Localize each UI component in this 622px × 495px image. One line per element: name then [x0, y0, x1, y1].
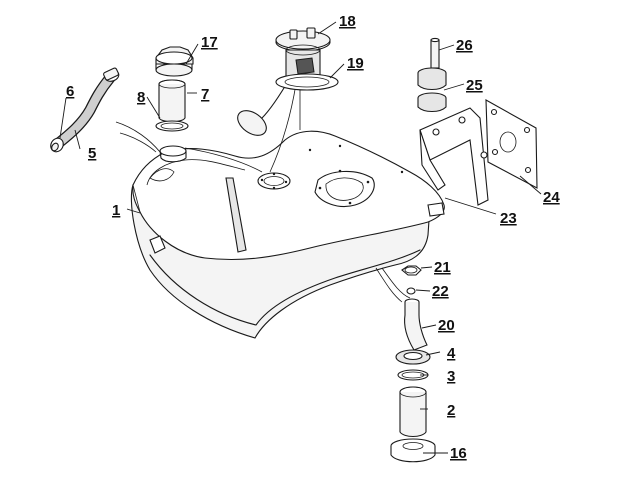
callout-4: 4: [447, 345, 456, 362]
callout-3: 3: [447, 368, 455, 385]
drain-washer: [406, 287, 416, 295]
bracket-pin: [430, 37, 440, 69]
callout-6: 6: [66, 83, 74, 100]
grommet-upper: [395, 349, 431, 365]
fuel-tank: [130, 130, 445, 339]
fuel-hose: [54, 72, 116, 148]
callout-5: 5: [88, 145, 96, 162]
drain-tube: [404, 298, 428, 351]
mounting-plate: [485, 99, 538, 189]
callout-26: 26: [456, 37, 473, 54]
filler-cap: [155, 46, 194, 77]
filler-neck-tube: [158, 79, 186, 123]
sleeve: [399, 386, 427, 438]
fuel-pump: [237, 27, 331, 173]
hose-clamp: [50, 67, 120, 153]
callout-20: 20: [438, 317, 455, 334]
callout-1: 1: [112, 202, 120, 219]
callout-23: 23: [500, 210, 517, 227]
callout-24: 24: [543, 189, 560, 206]
callout-21: 21: [434, 259, 451, 276]
grommet-lower: [390, 438, 436, 463]
callout-2: 2: [447, 402, 455, 419]
callout-8: 8: [137, 89, 145, 106]
callout-17: 17: [201, 34, 218, 51]
callout-22: 22: [432, 283, 449, 300]
callout-7: 7: [201, 86, 209, 103]
callout-16: 16: [450, 445, 467, 462]
callout-18: 18: [339, 13, 356, 30]
rubber-bushing: [417, 67, 447, 113]
filler-gasket: [155, 120, 189, 132]
leader-lines: [59, 21, 542, 454]
drain-plug: [401, 265, 422, 276]
pump-seal-ring: [275, 73, 339, 91]
callout-19: 19: [347, 55, 364, 72]
callout-25: 25: [466, 77, 483, 94]
tank-bracket: [419, 107, 489, 206]
